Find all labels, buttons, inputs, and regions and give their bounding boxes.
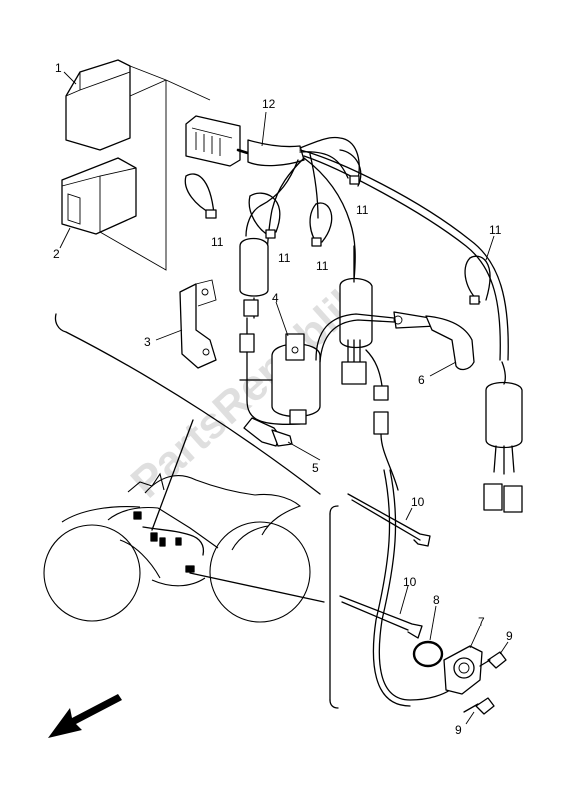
motorcycle-outline <box>43 472 311 623</box>
cable-ties <box>339 493 431 639</box>
callout-5: 5 <box>312 461 319 475</box>
callout-11-e: 11 <box>489 223 502 237</box>
spark-plug-cap <box>393 311 475 371</box>
connectors <box>239 237 523 513</box>
callout-9-top: 9 <box>506 629 513 643</box>
callout-11-b: 11 <box>278 251 291 265</box>
callout-1: 1 <box>55 61 62 75</box>
callout-2: 2 <box>53 247 60 261</box>
callout-12: 12 <box>262 97 276 111</box>
callout-7: 7 <box>478 615 485 629</box>
callout-4: 4 <box>272 291 279 305</box>
ignition-coil <box>239 313 395 425</box>
holder <box>61 157 137 235</box>
sensor-wire-2 <box>372 469 411 707</box>
callout-11-a: 11 <box>211 235 224 249</box>
arrow-front-icon <box>48 694 122 738</box>
leader-lines <box>59 71 509 725</box>
bracket <box>179 279 217 369</box>
detail-frame <box>54 313 339 709</box>
callout-3: 3 <box>144 335 151 349</box>
callout-9-bottom: 9 <box>455 723 462 737</box>
sensor-wire <box>378 469 451 701</box>
cdi-unit <box>65 59 211 271</box>
bolt <box>243 417 293 447</box>
callout-10-top: 10 <box>411 495 425 509</box>
callout-10-bottom: 10 <box>403 575 417 589</box>
callout-8: 8 <box>433 593 440 607</box>
wire-harness <box>185 115 509 361</box>
callout-numbers: 1 2 3 4 5 6 7 8 9 9 10 10 11 11 11 11 11… <box>53 61 513 737</box>
callout-6: 6 <box>418 373 425 387</box>
sensor <box>443 645 483 695</box>
callout-11-c: 11 <box>316 259 329 273</box>
cable-clamps <box>184 149 491 305</box>
o-ring <box>412 640 444 668</box>
screws <box>463 651 507 715</box>
callout-11-d: 11 <box>356 203 369 217</box>
